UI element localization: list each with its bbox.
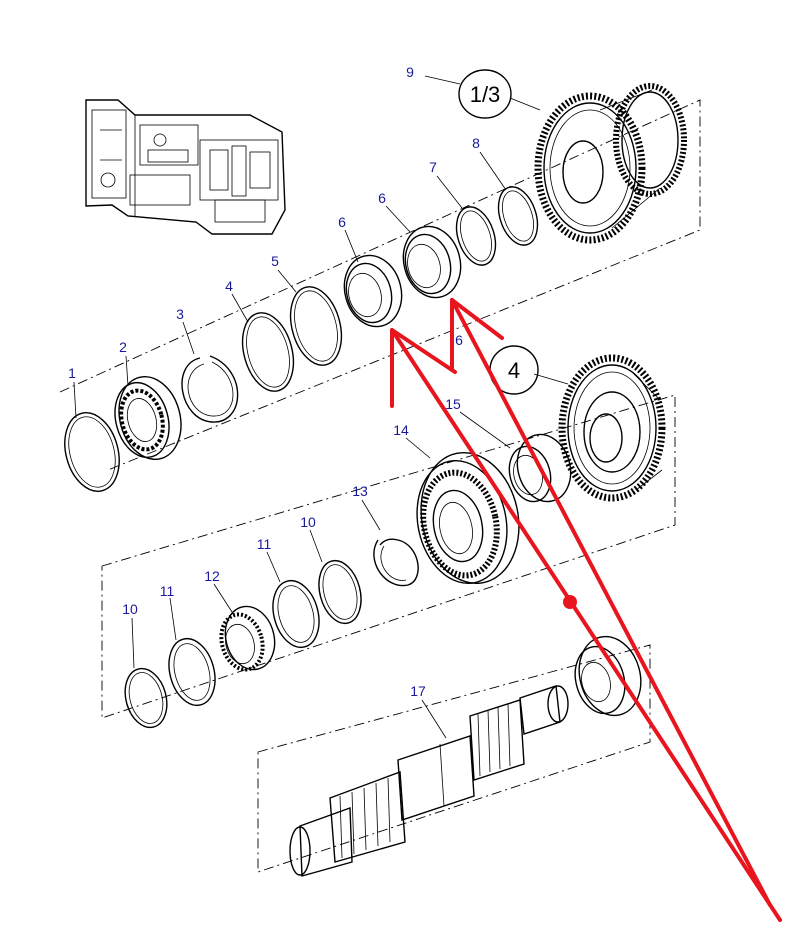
bearing-race-part-6-rear: [402, 225, 462, 299]
ring-part-11-upper: [272, 579, 320, 649]
callout-3: 3: [176, 306, 184, 322]
callout-15: 15: [445, 396, 461, 412]
ring-part-10-lower: [124, 667, 168, 729]
callout-numbers: 9 8 7 6 6 5 4 3 2 1 6 15 14 13 10 11 12 …: [68, 64, 480, 699]
callout-17: 17: [410, 683, 426, 699]
ring-part-5: [289, 286, 343, 366]
bearing-shaft-end: [574, 635, 642, 717]
ratio-bubble: 1/3: [458, 69, 512, 119]
gear-ref-bubble-text: 4: [508, 358, 520, 383]
callout-11-lower: 11: [160, 583, 175, 599]
callout-14: 14: [393, 422, 409, 438]
callout-6-rear: 6: [378, 190, 386, 206]
ring-part-1: [64, 412, 120, 492]
callout-12: 12: [204, 568, 220, 584]
needle-bearing-part-12: [219, 605, 276, 672]
callout-4: 4: [225, 278, 233, 294]
callout-1: 1: [68, 365, 76, 381]
synchronizer-part-14: [416, 451, 520, 585]
assembly-frames: [59, 99, 701, 873]
callout-10-lower: 10: [122, 601, 138, 617]
leader-lines: [73, 75, 569, 739]
ring-part-11-lower: [168, 637, 216, 707]
callout-10-upper: 10: [300, 514, 316, 530]
ratio-bubble-text: 1/3: [470, 82, 501, 107]
gear-part-9: [534, 83, 687, 244]
ring-part-10-upper: [318, 559, 362, 625]
callout-5: 5: [271, 253, 279, 269]
callout-13: 13: [352, 483, 368, 499]
callout-6-extra: 6: [455, 332, 463, 348]
callout-7: 7: [429, 159, 437, 175]
gear-part-4-ref: [558, 354, 666, 502]
circlip-part-13: [373, 538, 419, 587]
ring-part-4: [241, 312, 295, 392]
red-annotation-arrows: [390, 298, 782, 922]
callout-9: 9: [406, 64, 414, 80]
transmission-thumbnail: [85, 99, 286, 235]
main-shaft-part-17: [289, 685, 569, 877]
callout-8: 8: [472, 135, 480, 151]
snap-ring-part-8: [497, 186, 539, 246]
circlip-part-3: [181, 355, 239, 423]
ball-bearing-part-2: [114, 375, 182, 461]
ring-part-7: [455, 206, 497, 266]
callout-6-front: 6: [338, 214, 346, 230]
bearing-race-part-6-front: [343, 254, 403, 328]
callout-2: 2: [119, 339, 127, 355]
callout-11-upper: 11: [257, 536, 272, 552]
red-dot-marker: [563, 595, 577, 609]
